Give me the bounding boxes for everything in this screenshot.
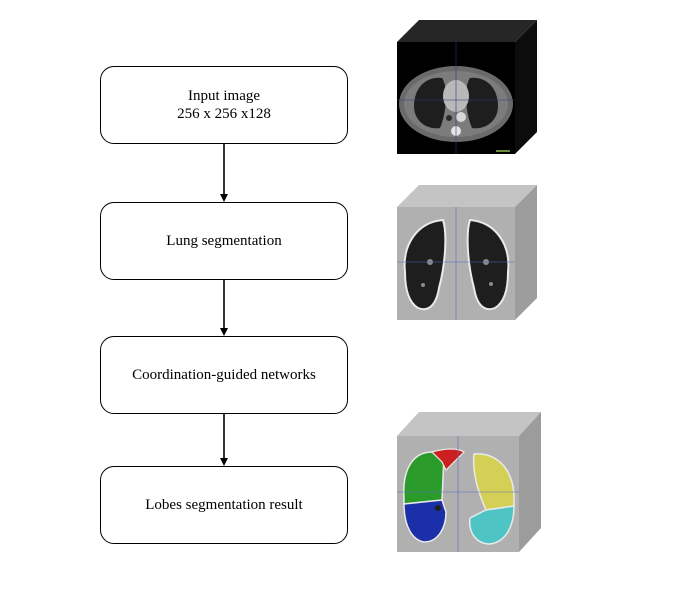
input-image-label: Input image [187,88,261,104]
lobes-result-box: Lobes segmentation result [100,466,348,544]
coordination-networks-box: Coordination-guided networks [100,336,348,414]
lung-mask-cube [397,185,537,320]
input-image-size: 256 x 256 x128 [177,106,271,122]
coordination-networks-label: Coordination-guided networks [132,367,316,383]
lobes-result-cube [397,412,541,552]
ct-volume-cube [397,20,537,154]
input-image-box: Input image 256 x 256 x128 [100,66,348,144]
lung-segmentation-label: Lung segmentation [166,233,282,249]
lung-segmentation-box: Lung segmentation [100,202,348,280]
lobes-result-label: Lobes segmentation result [145,497,303,513]
